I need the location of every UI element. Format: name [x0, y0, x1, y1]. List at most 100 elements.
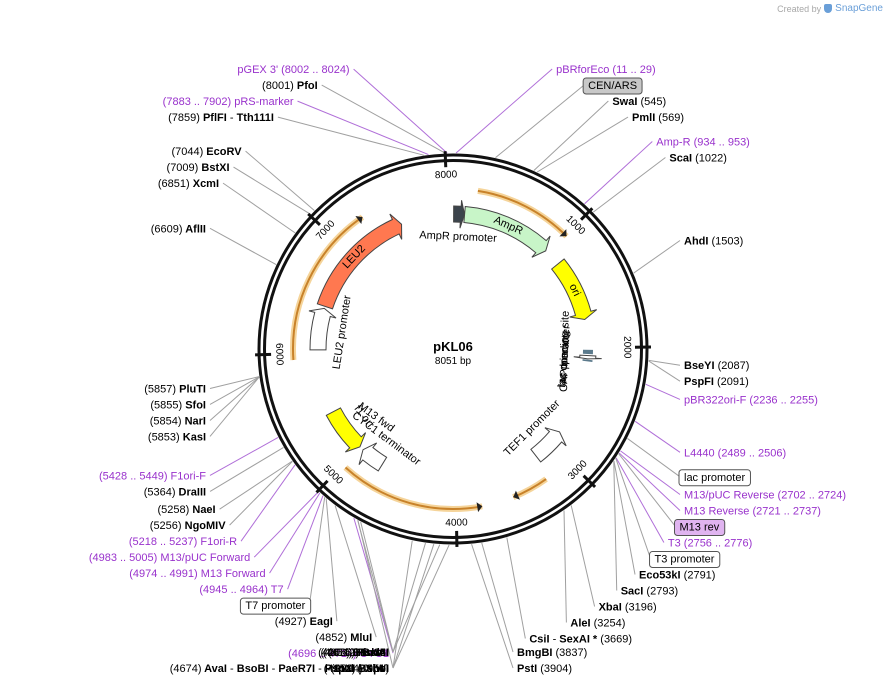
site-label-bmgbi: BmgBI (3837) — [517, 647, 587, 659]
site-label-part: CsiI — [529, 634, 549, 646]
orf-arrowhead — [559, 229, 567, 237]
site-label-part: Tth111I — [237, 112, 274, 124]
site-label-text: (5256) NgoMIV — [150, 520, 226, 532]
site-label-part: XcmI — [190, 178, 219, 190]
leader-line — [633, 240, 681, 274]
leader-line — [613, 460, 636, 575]
site-label-part: BsmI — [359, 647, 389, 659]
leader-line — [209, 447, 284, 492]
site-label-pbrforeco: pBRforEco (11 .. 29) — [556, 64, 655, 76]
feature-cyc1-terminator — [358, 442, 388, 472]
site-label-text: Amp-R (934 .. 953) — [656, 136, 750, 148]
site-label-m13-reverse: M13 Reverse (2721 .. 2737) — [684, 506, 821, 518]
site-label-part: MluI — [347, 632, 372, 644]
site-label-part: SexAI * — [559, 634, 598, 646]
site-label-text: ScaI (1022) — [669, 152, 727, 164]
leader-line — [209, 376, 260, 405]
site-label-spei: (4294) SpeI — [331, 663, 389, 675]
site-label-text: PspFI (2091) — [684, 376, 749, 388]
site-label-part: M13/pUC Reverse — [684, 490, 774, 502]
site-label-text: (5258) NaeI — [158, 504, 216, 516]
tick-mark — [582, 474, 597, 488]
leader-line — [360, 521, 394, 653]
site-label-text: (4927) EagI — [275, 616, 333, 628]
site-label-stui: StuI (4051) — [333, 663, 389, 675]
leader-line — [209, 376, 260, 389]
site-label-part: - — [227, 112, 237, 124]
site-label-text: (4151) BsiWI — [324, 663, 389, 675]
leader-line — [455, 68, 553, 154]
leader-line — [287, 495, 324, 590]
orf-arrowhead — [355, 215, 363, 225]
site-label-prs-marker: (7883 .. 7902) pRS-marker — [163, 96, 294, 108]
tick-mark — [307, 212, 321, 226]
site-label-eagi: (4927) EagI — [275, 616, 333, 628]
leader-line — [209, 376, 260, 421]
site-label-text: PmlI (569) — [632, 112, 684, 124]
site-label-part: M13 rev — [679, 522, 719, 534]
site-label-part: (5857) — [144, 383, 176, 395]
site-label-part: EcoRV — [203, 146, 242, 158]
site-label-saci: SacI (2793) — [621, 586, 679, 598]
site-label-cen-ars: CEN/ARS — [582, 77, 643, 95]
leader-line — [392, 540, 413, 669]
site-label-pbr322ori-f: pBR322ori-F (2236 .. 2255) — [684, 394, 818, 406]
site-label-text: lac promoter — [684, 472, 745, 484]
site-label-part: (4852) — [315, 632, 347, 644]
leader-line — [334, 505, 377, 638]
site-label-text: (8001) PfoI — [262, 80, 318, 92]
site-label-t7: (4945 .. 4964) T7 — [199, 584, 283, 596]
site-label-text: (4983 .. 5005) M13/pUC Forward — [89, 552, 250, 564]
site-label-text: (4696 .. 4714) CYC1 — [288, 648, 389, 660]
feature-leu2-promoter — [308, 307, 337, 351]
site-label-part: (2702 .. 2724) — [774, 490, 846, 502]
site-label-part: (5855) — [150, 399, 182, 411]
orf-arrowhead — [476, 502, 483, 513]
site-label-part: PstI — [517, 663, 537, 675]
leader-line — [353, 68, 448, 154]
site-label-part: BstXI — [198, 162, 229, 174]
site-label-part: PfoI — [294, 80, 318, 92]
site-label-part: (3904) — [537, 663, 572, 675]
site-label-text: T7 promoter — [245, 600, 305, 612]
leader-line — [648, 359, 681, 366]
label-box — [673, 519, 726, 537]
site-label-text: (4654) HindIII — [321, 647, 389, 659]
site-label-part: XhoI — [365, 663, 389, 675]
site-label-part: CYC1 — [357, 648, 389, 660]
snapgene-credit: Created by SnapGene — [777, 3, 883, 14]
backbone-inner-strand — [263, 159, 643, 539]
site-label-part: (5258) — [158, 504, 190, 516]
leader-line — [620, 450, 681, 495]
leader-line — [209, 376, 260, 437]
leader-line — [627, 438, 681, 478]
site-label-part: CEN/ARS — [588, 80, 637, 92]
site-label-part: (7009) — [167, 162, 199, 174]
site-label-cyc1: (4696 .. 4714) CYC1 — [288, 648, 389, 660]
site-label-text: (4676) PshAI — [323, 647, 389, 659]
site-label-part: T7 — [268, 584, 284, 596]
site-label-text: pBR322ori-F (2236 .. 2255) — [684, 394, 818, 406]
site-label-part: - — [550, 634, 560, 646]
label-box — [582, 77, 643, 95]
site-label-text: (7859) PflFI - Tth111I — [168, 112, 274, 124]
site-label-text: (7009) BstXI — [167, 162, 230, 174]
site-label-part: (2793) — [643, 586, 678, 598]
leader-line — [645, 383, 681, 400]
site-label-text: Eco53kI (2791) — [639, 570, 715, 582]
credit-prefix: Created by — [777, 3, 822, 14]
site-label-text: XbaI (3196) — [599, 602, 657, 614]
orf-arc — [477, 189, 568, 237]
site-label-l4440: L4440 (2489 .. 2506) — [684, 447, 786, 459]
site-label-pflfi: (7859) PflFI - Tth111I — [168, 112, 274, 124]
site-label-part: M13/pUC Forward — [157, 552, 250, 564]
site-label-t7-promoter: T7 promoter — [239, 597, 312, 615]
site-label-part: (4676) — [323, 647, 355, 659]
feature-label: ori — [567, 282, 583, 298]
site-label-t3: T3 (2756 .. 2776) — [668, 538, 752, 550]
site-label-part: (4151) — [324, 663, 356, 675]
site-label-part: BseYI — [684, 360, 715, 372]
site-label-text: M13/pUC Reverse (2702 .. 2724) — [684, 490, 846, 502]
site-label-part: SacI — [621, 586, 644, 598]
